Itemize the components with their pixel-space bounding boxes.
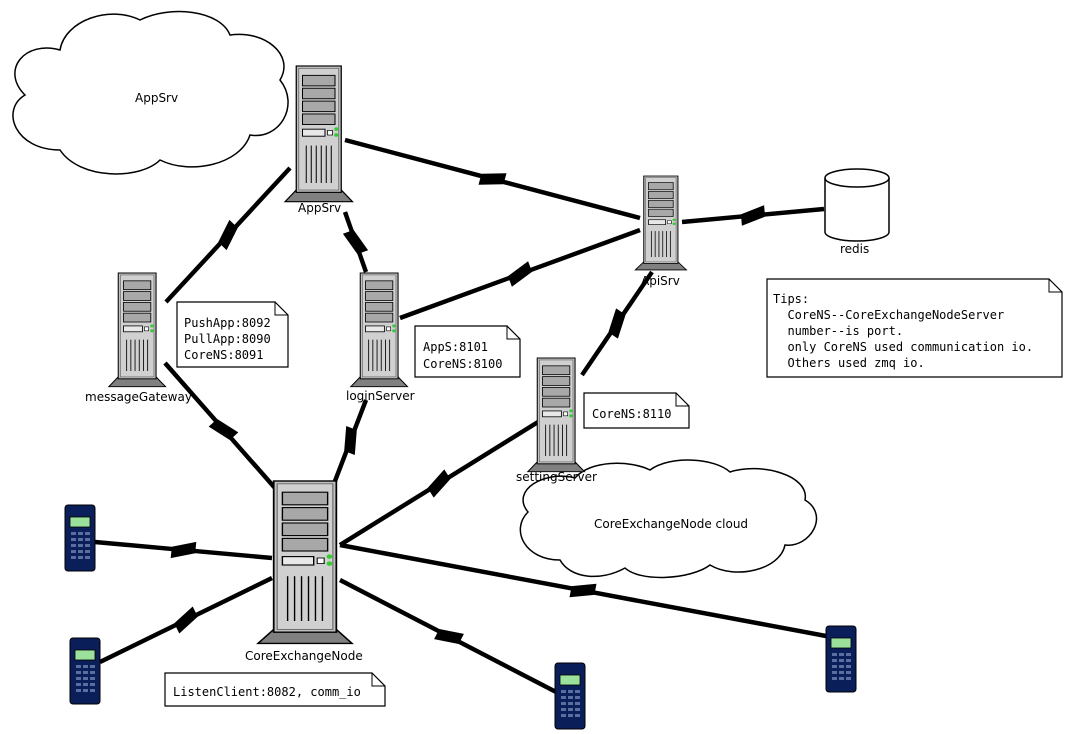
coreexchangenode-server-label: CoreExchangeNode: [245, 649, 363, 663]
appsrv-server-label: AppSrv: [298, 201, 341, 215]
client-phone-icon: [69, 637, 101, 705]
tips-note: Tips: CoreNS--CoreExchangeNodeServer num…: [766, 278, 1063, 378]
loginserver-ports-note: AppS:8101 CoreNS:8100: [414, 325, 521, 378]
left-bottom-phone-to-core-link: [99, 576, 273, 664]
settingserver-server-label: settingServer: [516, 470, 597, 484]
messagegateway-server-icon: [108, 272, 167, 388]
coreexchangenode-ports-note: ListenClient:8082, comm_io: [164, 672, 386, 707]
client-phone-icon: [825, 625, 857, 693]
client-phone-icon: [554, 662, 586, 730]
settingserver-to-core-link: [338, 420, 540, 547]
apisrv-to-settingserver-link: [580, 270, 654, 377]
apisrv-server-label: ApiSrv: [641, 274, 680, 288]
appsrv-server-icon: [284, 65, 354, 203]
apisrv-to-redis-link: [681, 205, 825, 226]
appsrv-cloud-label: AppSrv: [135, 91, 178, 105]
messagegateway-server-label: messageGateway: [85, 390, 192, 404]
client-phone-icon: [64, 504, 96, 572]
note-line: CoreNS:8091: [184, 348, 263, 362]
core-to-right-phone-link: [339, 542, 827, 639]
redis-label: redis: [840, 242, 869, 256]
note-line: CoreNS:8110: [592, 407, 671, 421]
core-to-bottom-phone-link: [339, 578, 559, 695]
note-line: CoreNS:8100: [423, 357, 502, 371]
settingserver-ports-note: CoreNS:8110: [583, 392, 690, 429]
redis-database: [824, 168, 890, 242]
core-cloud: [519, 459, 818, 579]
tips-line: Tips:: [773, 292, 809, 306]
tips-line: Others used zmq io.: [773, 356, 925, 370]
loginserver-to-apisrv-link: [399, 227, 641, 321]
note-line: PushApp:8092: [184, 316, 271, 330]
note-line: ListenClient:8082, comm_io: [173, 685, 361, 699]
connection-links: [94, 137, 827, 695]
apisrv-server-icon: [634, 175, 687, 271]
loginserver-to-core-link: [332, 399, 369, 482]
note-line: PullApp:8090: [184, 332, 271, 346]
core-cloud-label: CoreExchangeNode cloud: [594, 517, 748, 531]
tips-line: CoreNS--CoreExchangeNodeServer: [773, 308, 1004, 322]
tips-line: only CoreNS used communication io.: [773, 340, 1033, 354]
coreexchangenode-server-icon: [257, 480, 353, 645]
tips-line: number--is port.: [773, 324, 903, 338]
left-phone-to-core-link: [94, 539, 273, 561]
appsrv-cloud: [12, 10, 289, 175]
appsrv-to-messagegateway-link: [164, 166, 292, 304]
messagegateway-to-core-link: [163, 361, 284, 498]
loginserver-server-label: loginServer: [346, 389, 415, 403]
appsrv-to-loginserver-link: [342, 211, 369, 273]
settingserver-server-icon: [527, 357, 586, 473]
loginserver-server-icon: [350, 272, 409, 388]
messagegateway-ports-note: PushApp:8092 PullApp:8090 CoreNS:8091: [176, 301, 289, 368]
note-line: AppS:8101: [423, 340, 488, 354]
appsrv-to-apisrv-link: [344, 137, 641, 221]
